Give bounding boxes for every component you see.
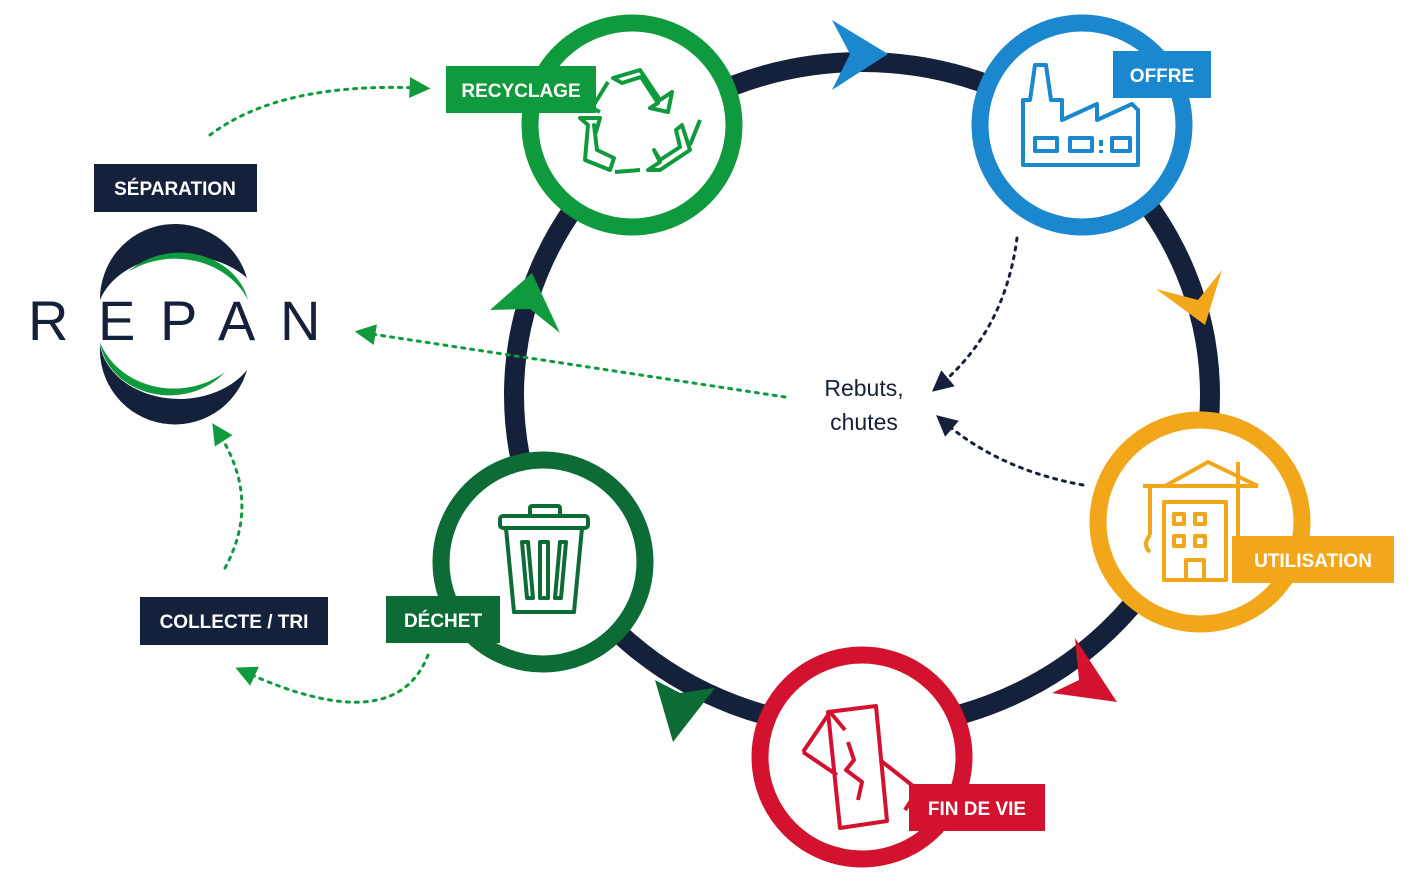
logo-swoosh-bottom-green xyxy=(100,342,225,396)
dotted-arrow-dechet-to-collecte xyxy=(235,653,430,704)
dotted-arrow-offre-to-rebuts xyxy=(931,236,1019,392)
label-separation: SÉPARATION xyxy=(114,178,236,200)
label-dechet: DÉCHET xyxy=(404,610,483,632)
label-separation-box xyxy=(94,164,257,212)
building-crane-icon xyxy=(1143,460,1259,582)
label-dechet-box xyxy=(386,596,500,643)
recycle-icon xyxy=(578,68,702,174)
label-utilisation: UTILISATION xyxy=(1254,551,1372,572)
label-separation-group: SÉPARATION xyxy=(94,164,257,212)
repan-logo: R E P A N xyxy=(28,223,320,425)
label-utilisation-box xyxy=(1232,536,1394,583)
label-recyclage-box xyxy=(446,66,596,113)
factory-icon xyxy=(1021,63,1140,167)
label-collecte-tri-box xyxy=(140,597,328,645)
arrow-head-blue xyxy=(832,20,888,90)
dotted-arrow-collecte-to-logo xyxy=(212,423,244,570)
stage-fin-de-vie: FIN DE VIE xyxy=(751,646,1045,868)
logo-letter-e: E xyxy=(98,289,135,352)
center-text-line2: chutes xyxy=(830,409,898,435)
logo-swoosh-top xyxy=(99,223,247,300)
arrow-head-orange xyxy=(1156,270,1222,325)
arrow-head-red xyxy=(1052,638,1117,702)
label-offre: OFFRE xyxy=(1130,66,1194,87)
logo-letter-a: A xyxy=(218,289,256,352)
logo-letter-p: P xyxy=(160,289,197,352)
dotted-arrow-separation-to-recyclage xyxy=(208,77,431,137)
arrow-head-dark-green xyxy=(655,680,715,742)
dotted-arrow-utilisation-to-rebuts xyxy=(936,415,1085,487)
arrow-head-green xyxy=(490,273,560,333)
stage-dechet: DÉCHET xyxy=(386,451,654,673)
stage-utilisation: UTILISATION xyxy=(1089,411,1394,633)
label-offre-box xyxy=(1113,51,1211,98)
label-collecte-tri-group: COLLECTE / TRI xyxy=(140,597,328,645)
stage-recyclage: RECYCLAGE xyxy=(446,14,743,236)
logo-swoosh-bottom xyxy=(99,345,247,425)
logo-letter-r: R xyxy=(28,289,68,352)
dotted-arrow-rebuts-to-logo xyxy=(354,324,787,399)
label-recyclage: RECYCLAGE xyxy=(461,81,580,102)
label-fin-de-vie-box xyxy=(909,784,1045,831)
logo-letter-n: N xyxy=(280,289,320,352)
label-fin-de-vie: FIN DE VIE xyxy=(928,799,1026,820)
label-collecte-tri: COLLECTE / TRI xyxy=(160,612,309,633)
logo-swoosh-top-green xyxy=(128,252,248,300)
trash-bin-icon xyxy=(498,504,590,614)
stage-offre: OFFRE xyxy=(971,14,1211,236)
center-text-line1: Rebuts, xyxy=(824,375,903,401)
